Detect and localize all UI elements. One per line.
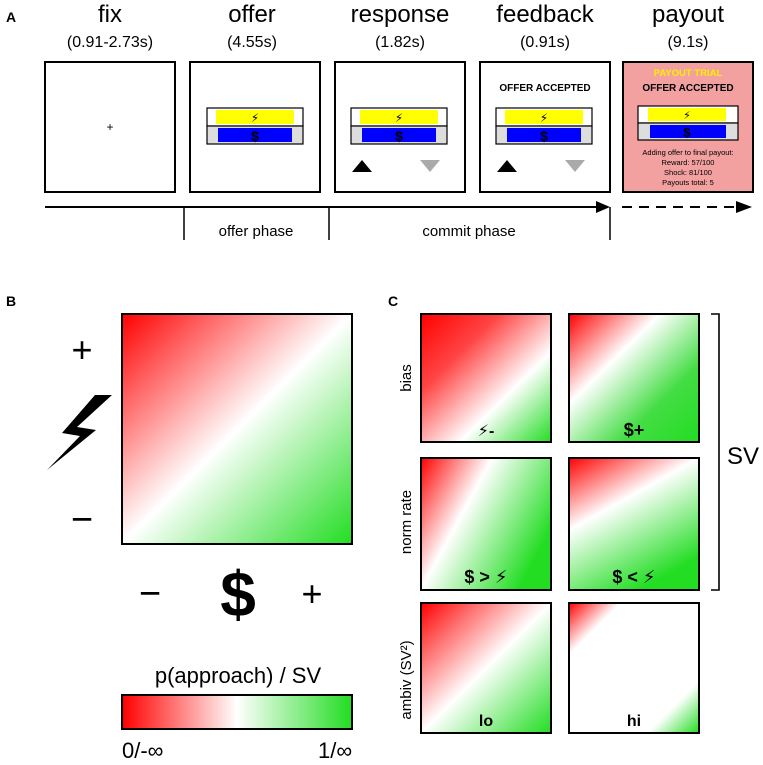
panel-a-letter: A xyxy=(6,9,16,25)
feedback-reject-arrow-icon xyxy=(565,160,585,172)
stage-title-feedback: feedback xyxy=(496,1,594,28)
colorbar xyxy=(121,694,353,730)
fixation-cross: + xyxy=(106,120,113,134)
money-icon: $ xyxy=(220,558,256,630)
sv-bracket-label: SV xyxy=(727,443,759,470)
payout-shock-icon: ⚡ xyxy=(683,110,691,122)
offer-shock-icon: ⚡ xyxy=(251,111,259,125)
payout-bars xyxy=(637,105,739,141)
row-label-ambiv: ambiv (SV²) xyxy=(398,640,415,719)
tile-ambiv-lo xyxy=(420,602,552,734)
payout-money-icon: $ xyxy=(683,125,691,140)
payout-line: Payouts total: 5 xyxy=(662,178,714,187)
feedback-bars xyxy=(495,107,593,145)
feedback-money-icon: $ xyxy=(540,128,548,144)
reject-arrow-icon xyxy=(420,160,440,172)
colorbar-max-label: 1/∞ xyxy=(318,738,352,763)
feedback-accept-arrow-icon xyxy=(497,160,517,172)
payout-accepted-label: OFFER ACCEPTED xyxy=(642,83,733,94)
payout-line: Shock: 81/100 xyxy=(664,168,712,177)
timeline-arrowhead-icon xyxy=(596,201,610,213)
value-map xyxy=(121,313,353,545)
tile-ambiv-hi xyxy=(568,602,700,734)
shock-plus-label: + xyxy=(71,329,92,370)
response-shock-icon: ⚡ xyxy=(395,111,403,125)
panel-c-letter: C xyxy=(388,293,398,309)
payout-lines: Adding offer to final payout: Reward: 57… xyxy=(642,148,733,187)
panel-b-letter: B xyxy=(6,293,16,309)
row-label-norm-rate: norm rate xyxy=(398,490,415,554)
tile-rate-money-lt-shock xyxy=(568,457,700,591)
tile-label: ⚡- xyxy=(478,423,495,440)
tile-label: hi xyxy=(627,713,641,730)
payout-line: Reward: 57/100 xyxy=(662,158,715,167)
stage-durations: (0.91-2.73s) (4.55s) (1.82s) (0.91s) (9.… xyxy=(67,34,709,51)
feedback-shock-icon: ⚡ xyxy=(540,111,548,125)
payout-arrowhead-icon xyxy=(736,201,752,213)
tile-bias-shock xyxy=(420,313,552,443)
tile-label: $ < ⚡ xyxy=(612,567,655,587)
tile-bias-money xyxy=(568,313,700,443)
stage-title-response: response xyxy=(351,1,450,28)
phase-label-commit: commit phase xyxy=(422,223,515,240)
offer-bars xyxy=(206,107,304,145)
stage-duration-feedback: (0.91s) xyxy=(520,34,570,51)
tile-label: $+ xyxy=(624,420,645,440)
response-money-icon: $ xyxy=(395,128,403,144)
tile-label: lo xyxy=(479,713,493,730)
shock-icon xyxy=(47,395,112,470)
stage-duration-fix: (0.91-2.73s) xyxy=(67,34,153,51)
colorbar-min-label: 0/-∞ xyxy=(122,738,163,763)
money-plus-label: + xyxy=(301,573,322,614)
money-minus-label: − xyxy=(139,573,161,615)
tile-label: $ > ⚡ xyxy=(464,567,507,587)
accept-arrow-icon xyxy=(352,160,372,172)
stage-title-offer: offer xyxy=(228,1,276,28)
stage-titles: fix offer response feedback payout xyxy=(98,1,724,28)
stage-title-payout: payout xyxy=(652,1,724,28)
feedback-text: OFFER ACCEPTED xyxy=(499,83,590,94)
payout-line: Adding offer to final payout: xyxy=(642,148,733,157)
stage-duration-response: (1.82s) xyxy=(375,34,425,51)
stage-duration-offer: (4.55s) xyxy=(227,34,277,51)
stage-title-fix: fix xyxy=(98,1,122,28)
payout-trial-label: PAYOUT TRIAL xyxy=(654,68,723,79)
sv-bracket xyxy=(711,313,720,591)
response-bars xyxy=(350,107,448,145)
fix-screen xyxy=(44,61,176,193)
row-label-bias: bias xyxy=(398,364,415,392)
phase-label-offer: offer phase xyxy=(219,223,294,240)
offer-money-icon: $ xyxy=(251,128,259,144)
tile-rate-money-gt-shock xyxy=(420,457,552,591)
colorbar-title: p(approach) / SV xyxy=(155,663,322,688)
stage-duration-payout: (9.1s) xyxy=(668,34,709,51)
shock-minus-label: − xyxy=(71,499,93,541)
